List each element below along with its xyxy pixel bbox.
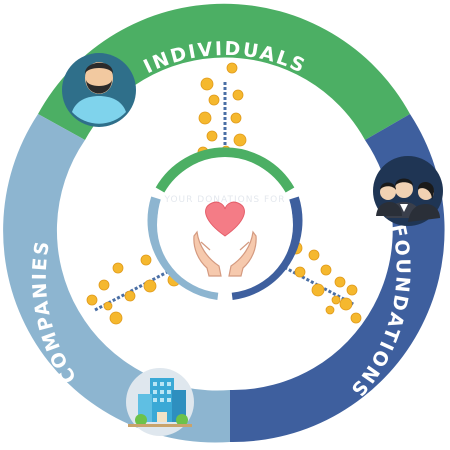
man-avatar-icon [62,53,136,127]
heart-in-hands-icon [193,201,257,277]
coin-icon [325,305,335,315]
center-watermark: YOUR DONATIONS FOR [163,195,285,205]
coin-icon [334,276,346,288]
coin-icon [230,112,242,124]
group-avatar-icon [373,156,443,226]
companies-ring-segment [3,114,231,443]
coin-icon [320,264,332,276]
coin-icon [112,262,124,274]
coin-icon [103,301,113,311]
coin-icon [232,89,244,101]
coin-icon [109,311,123,325]
coin-icon [98,279,110,291]
inner-ring-individuals [155,147,295,193]
coin-icon [331,295,341,305]
coin-icon [346,284,358,296]
coin-icon [206,130,218,142]
coin-icon [208,94,220,106]
coin-icon [233,133,247,147]
coin-icon [140,254,152,266]
coin-icon [311,283,325,297]
coin-icon [226,62,238,74]
office-building-icon [126,368,194,436]
coin-flow-individuals [197,62,247,160]
coin-icon [198,111,212,125]
coin-icon [124,290,136,302]
individuals-ring-segment [38,3,410,140]
coin-icon [143,279,157,293]
coin-icon [200,77,214,91]
coin-icon [339,297,353,311]
coin-icon [308,249,320,261]
coin-icon [350,312,362,324]
coin-icon [86,294,98,306]
inner-ring-companies [147,196,219,300]
inner-ring-foundations [231,196,303,300]
coin-icon [294,266,306,278]
